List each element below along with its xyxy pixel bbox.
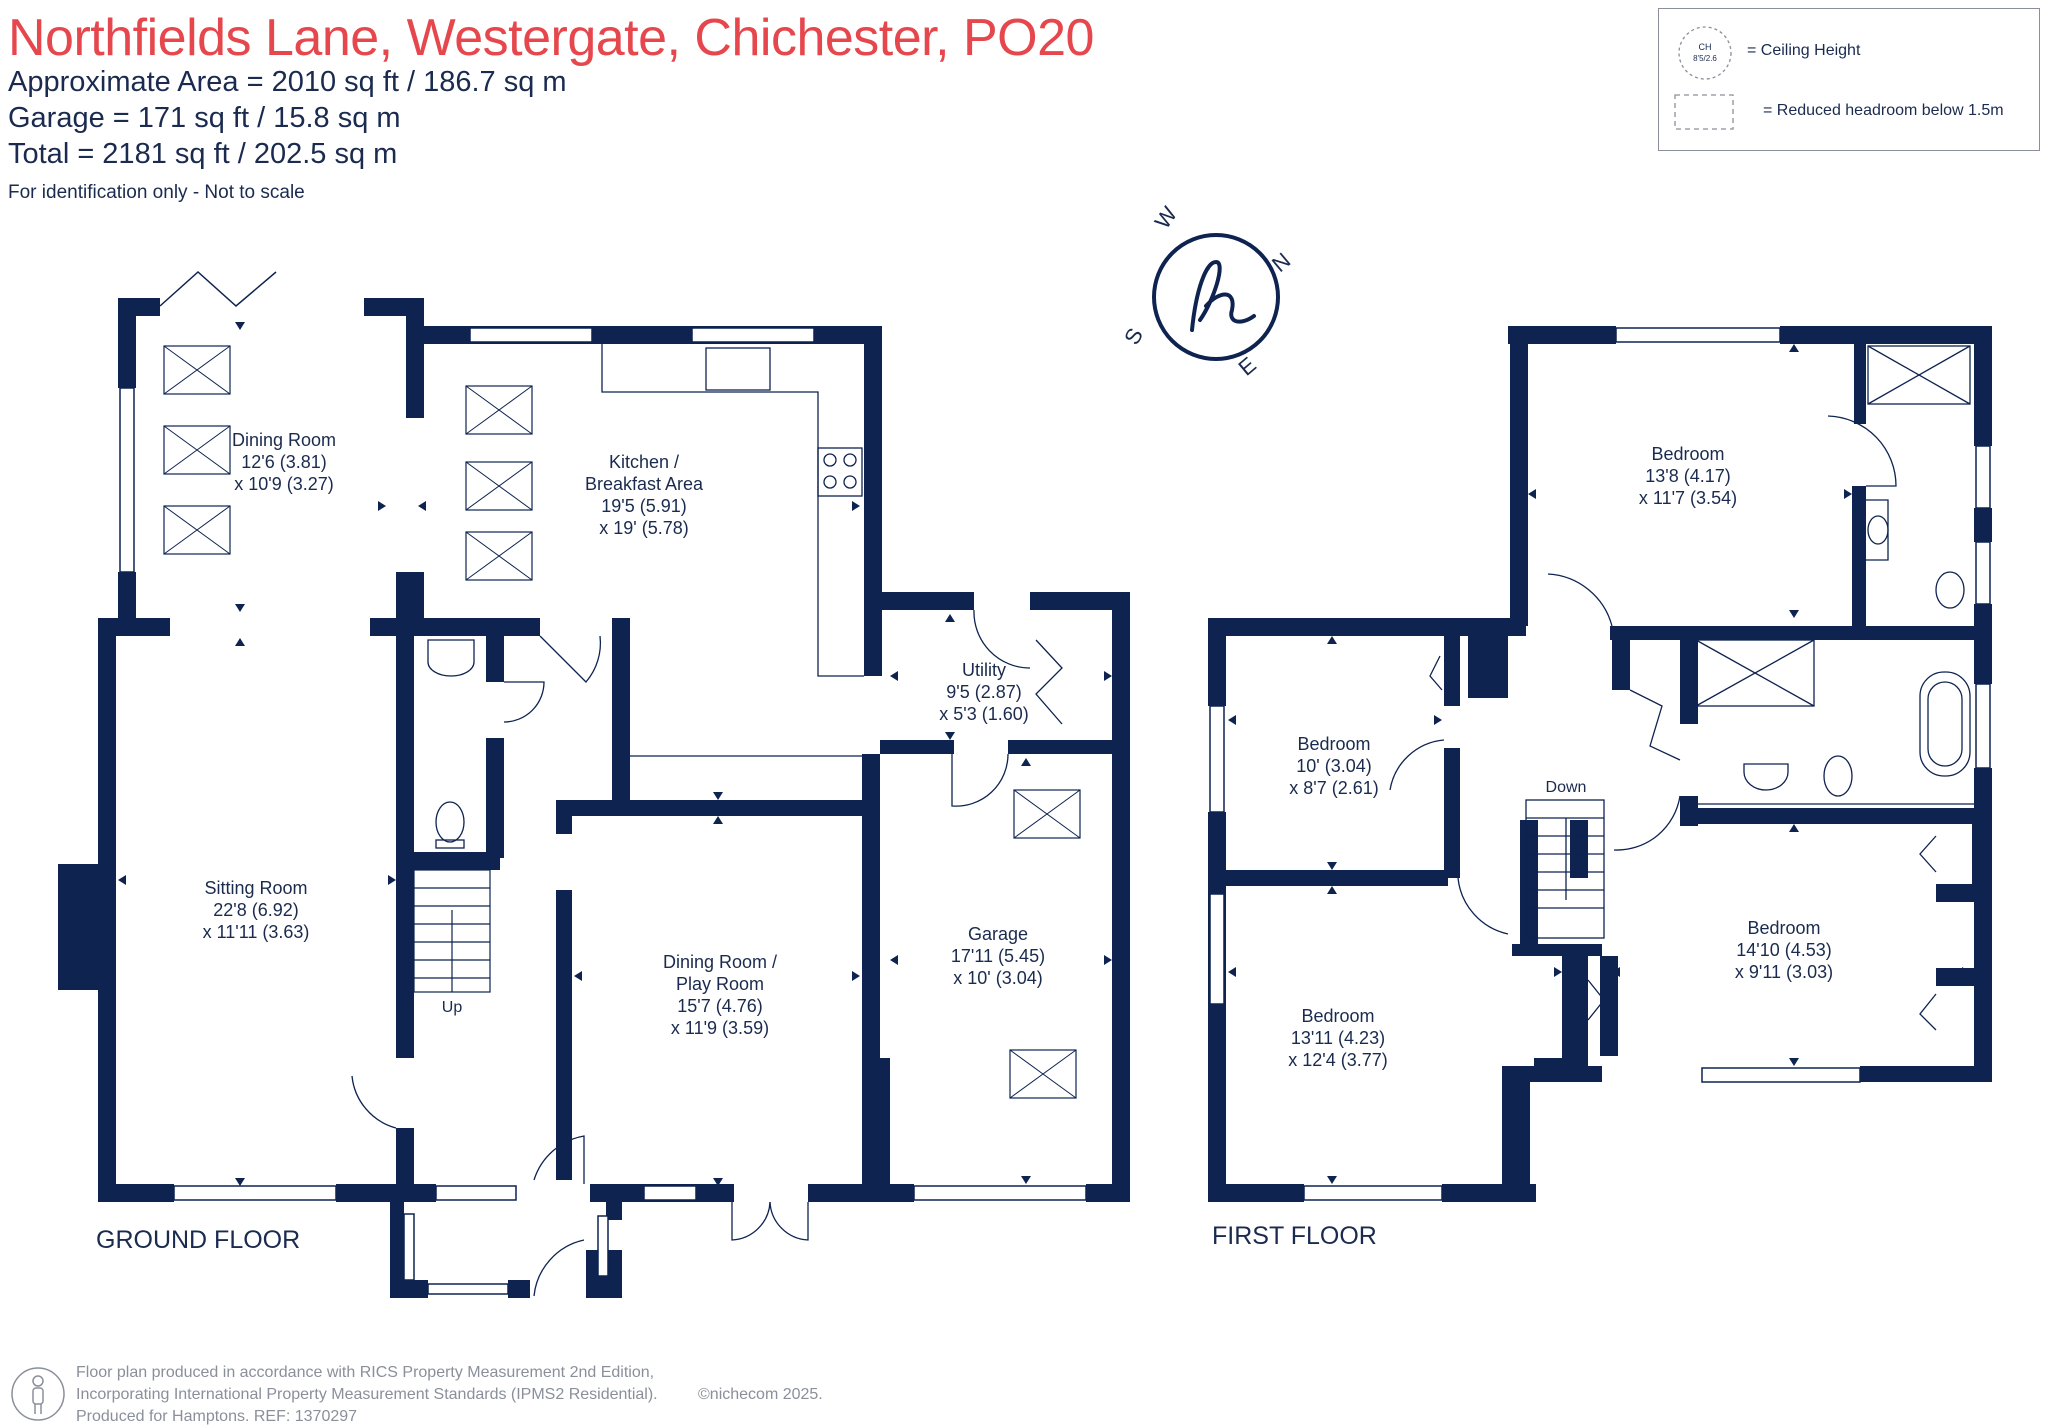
bedroom4-dim1: 13'11 (4.23) — [1291, 1028, 1385, 1048]
property-address-title: Northfields Lane, Westergate, Chichester… — [8, 9, 1094, 67]
utility-dim1: 9'5 (2.87) — [946, 682, 1021, 702]
bedroom2-dim1: 10' (3.04) — [1296, 756, 1371, 776]
bedroom2-dim2: x 8'7 (2.61) — [1289, 778, 1378, 798]
kitchen-dim2: x 19' (5.78) — [599, 518, 688, 538]
footer-copyright: ©nichecom 2025. — [698, 1386, 823, 1403]
sitting-room-dim2: x 11'11 (3.63) — [203, 922, 310, 942]
stairs-down-label: Down — [1546, 779, 1587, 796]
play-room-name: Dining Room / — [663, 952, 777, 972]
bathroom-basin-icon — [1743, 763, 1789, 791]
dining-room-dim2: x 10'9 (3.27) — [234, 474, 334, 494]
measurement-person-icon — [11, 1367, 65, 1421]
bathroom-shower-icon — [1695, 639, 1815, 707]
first-floor-label: FIRST FLOOR — [1212, 1222, 1377, 1250]
compass-west: W — [1150, 202, 1183, 234]
bedroom3-name: Bedroom — [1747, 918, 1820, 938]
bedroom4-name: Bedroom — [1301, 1006, 1374, 1026]
ground-doors — [351, 609, 1063, 1297]
basin-icon — [427, 639, 475, 677]
approximate-area: Approximate Area = 2010 sq ft / 186.7 sq… — [8, 66, 567, 98]
stairs-up-label: Up — [442, 999, 463, 1016]
play-room-dim1: 15'7 (4.76) — [677, 996, 763, 1016]
ground-stairs — [413, 869, 491, 993]
compass-south: S — [1119, 324, 1148, 349]
garage-area: Garage = 171 sq ft / 15.8 sq m — [8, 102, 401, 134]
dining-room-dim1: 12'6 (3.81) — [241, 452, 327, 472]
kitchen-sink-icon — [705, 347, 771, 391]
ground-wc-fittings — [427, 639, 475, 849]
total-area: Total = 2181 sq ft / 202.5 sq m — [8, 138, 398, 170]
ceiling-height-label: = Ceiling Height — [1747, 42, 1861, 59]
kitchen-dim1: 19'5 (5.91) — [601, 496, 687, 516]
garage-dim1: 17'11 (5.45) — [951, 946, 1045, 966]
ground-floor-walls — [58, 298, 1130, 1298]
reduced-headroom-icon — [1674, 94, 1734, 130]
bedroom2-name: Bedroom — [1297, 734, 1370, 754]
play-room-dim2: x 11'9 (3.59) — [671, 1018, 769, 1038]
ground-floor-label: GROUND FLOOR — [96, 1226, 301, 1254]
sitting-room-name: Sitting Room — [204, 878, 307, 898]
garage-dim2: x 10' (3.04) — [953, 968, 1042, 988]
footer-line2: Incorporating International Property Mea… — [76, 1386, 658, 1403]
bathroom-toilet-icon — [1823, 755, 1853, 797]
bedroom4-dim2: x 12'4 (3.77) — [1288, 1050, 1388, 1070]
bath-icon — [1919, 671, 1971, 777]
bedroom1-name: Bedroom — [1651, 444, 1724, 464]
kitchen-units — [601, 344, 864, 757]
utility-name: Utility — [962, 660, 1006, 680]
ensuite-shower-icon — [1867, 345, 1971, 405]
bedroom1-dim2: x 11'7 (3.54) — [1639, 488, 1737, 508]
bedroom3-dim2: x 9'11 (3.03) — [1735, 962, 1833, 982]
first-floor-labels: Bedroom 13'8 (4.17) x 11'7 (3.54) Bedroo… — [1288, 444, 1833, 1070]
bifold-doors-icon — [159, 270, 277, 307]
footer-line3: Produced for Hamptons. REF: 1370297 — [76, 1408, 358, 1425]
utility-dim2: x 5'3 (1.60) — [939, 704, 1028, 724]
kitchen-name2: Breakfast Area — [585, 474, 704, 494]
bedroom1-dim1: 13'8 (4.17) — [1645, 466, 1731, 486]
toilet-icon — [435, 801, 465, 843]
ceiling-symbol-top: CH — [1699, 42, 1712, 52]
sitting-room-dim1: 22'8 (6.92) — [213, 900, 299, 920]
first-stairs — [1525, 799, 1605, 939]
ceiling-height-icon: CH 8'5/2.6 — [1678, 26, 1732, 80]
logo-signature-icon — [1190, 259, 1256, 332]
first-floor-fittings — [1389, 345, 1974, 1031]
bedroom3-dim1: 14'10 (4.53) — [1736, 940, 1832, 960]
ensuite-toilet-icon — [1935, 571, 1965, 609]
garage-name: Garage — [968, 924, 1028, 944]
ceiling-symbol-bottom: 8'5/2.6 — [1693, 54, 1717, 63]
compass-logo: W N S E — [1119, 202, 1295, 381]
first-floor-windows — [1209, 327, 1991, 1201]
legend-box: CH 8'5/2.6 = Ceiling Height = Reduced he… — [1658, 8, 2040, 151]
ensuite-basin-icon — [1866, 499, 1889, 561]
identification-note: For identification only - Not to scale — [8, 182, 305, 203]
play-room-name2: Play Room — [676, 974, 764, 994]
dining-room-name: Dining Room — [232, 430, 336, 450]
kitchen-name: Kitchen / — [609, 452, 679, 472]
footer-line1: Floor plan produced in accordance with R… — [76, 1364, 655, 1381]
ground-floor-windows — [119, 327, 1087, 1295]
hob-icon — [817, 447, 863, 497]
ground-floor-labels: Dining Room 12'6 (3.81) x 10'9 (3.27) Ki… — [203, 430, 1046, 1038]
reduced-headroom-label: = Reduced headroom below 1.5m — [1763, 102, 2004, 119]
